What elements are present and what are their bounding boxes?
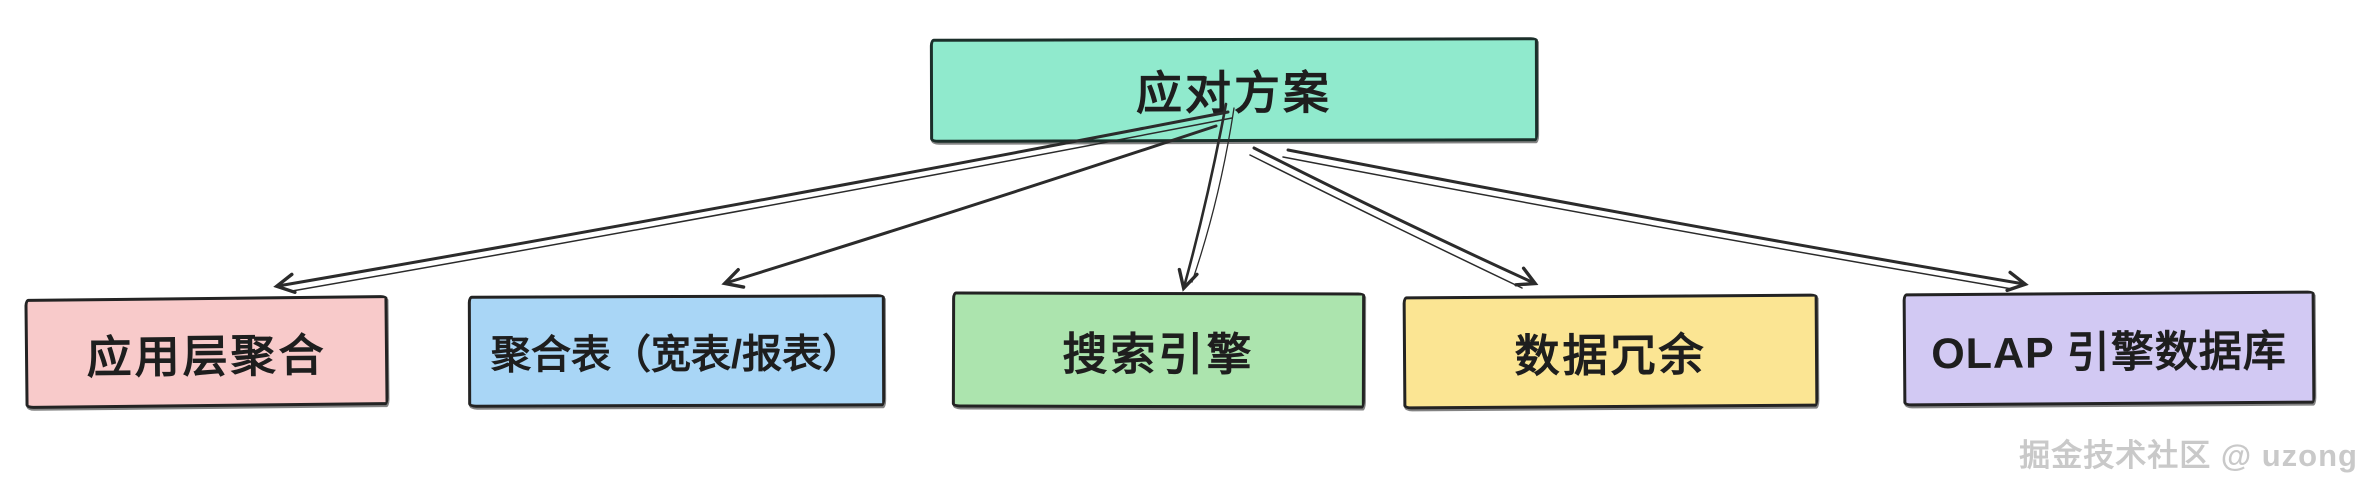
solution-box-olap-engine-database: OLAP 引擎数据库 xyxy=(1902,290,2316,407)
solution-box-label: 聚合表（宽表/报表） xyxy=(490,332,863,378)
solution-box-label: OLAP 引擎数据库 xyxy=(1931,327,2288,378)
arrow-to-data-redundancy xyxy=(1252,146,1539,287)
solution-box-app-layer-aggregation: 应用层聚合 xyxy=(24,295,389,409)
solution-box-aggregation-table: 聚合表（宽表/报表） xyxy=(467,294,886,408)
arrow-to-data-redundancy-sketch xyxy=(1249,154,1523,289)
root-box-label: 应对方案 xyxy=(1135,66,1333,120)
arrow-to-olap-engine-database xyxy=(1286,148,2029,293)
arrow-to-app-layer-aggregation-sketch xyxy=(291,117,1233,292)
solution-box-search-engine: 搜索引擎 xyxy=(951,291,1366,409)
arrow-to-olap-engine-database-sketch xyxy=(1282,156,2013,290)
solution-box-label: 应用层聚合 xyxy=(86,329,327,383)
solution-box-data-redundancy: 数据冗余 xyxy=(1402,293,1819,410)
watermark-text: 掘金技术社区 @ uzong xyxy=(2019,438,2358,473)
root-box-response-plan: 应对方案 xyxy=(929,37,1539,143)
solution-box-label: 搜索引擎 xyxy=(1062,328,1255,380)
solution-box-label: 数据冗余 xyxy=(1514,329,1707,382)
arrow-to-aggregation-table xyxy=(721,124,1218,289)
